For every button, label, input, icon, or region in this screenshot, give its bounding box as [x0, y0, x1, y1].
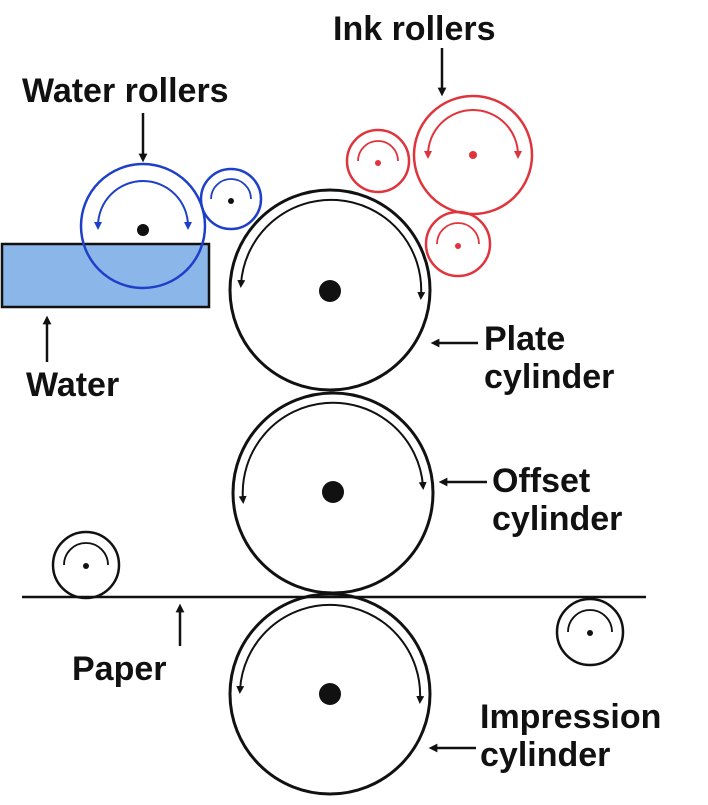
offset-cylinder-label-line2: cylinder	[492, 500, 623, 538]
ink-roller-bottom	[424, 210, 492, 278]
paper-label: Paper	[72, 650, 167, 688]
ink-roller-left	[345, 128, 411, 194]
ink-rollers-label: Ink rollers	[333, 10, 496, 48]
ink-roller-large	[412, 94, 534, 216]
impression-cylinder-label: Impression cylinder	[480, 698, 661, 774]
water-roller-small	[199, 167, 263, 231]
paper-roller-right	[555, 597, 625, 667]
plate-cylinder-label-line1: Plate	[484, 320, 566, 358]
water-roller-large	[79, 162, 207, 290]
plate-cylinder-label: Plate cylinder	[484, 320, 614, 396]
offset-cylinder	[231, 391, 435, 595]
plate-cylinder-label-line2: cylinder	[484, 358, 615, 396]
offset-cylinder-label-line1: Offset	[492, 462, 591, 500]
water-rollers-label: Water rollers	[22, 72, 229, 110]
offset-cylinder-label: Offset cylinder	[492, 462, 622, 538]
paper-roller-left	[51, 530, 121, 600]
plate-cylinder	[228, 188, 432, 392]
impression-cylinder-label-line2: cylinder	[480, 736, 611, 774]
water-label: Water	[26, 366, 120, 404]
impression-cylinder-label-line1: Impression	[480, 698, 662, 736]
impression-cylinder	[228, 592, 432, 796]
